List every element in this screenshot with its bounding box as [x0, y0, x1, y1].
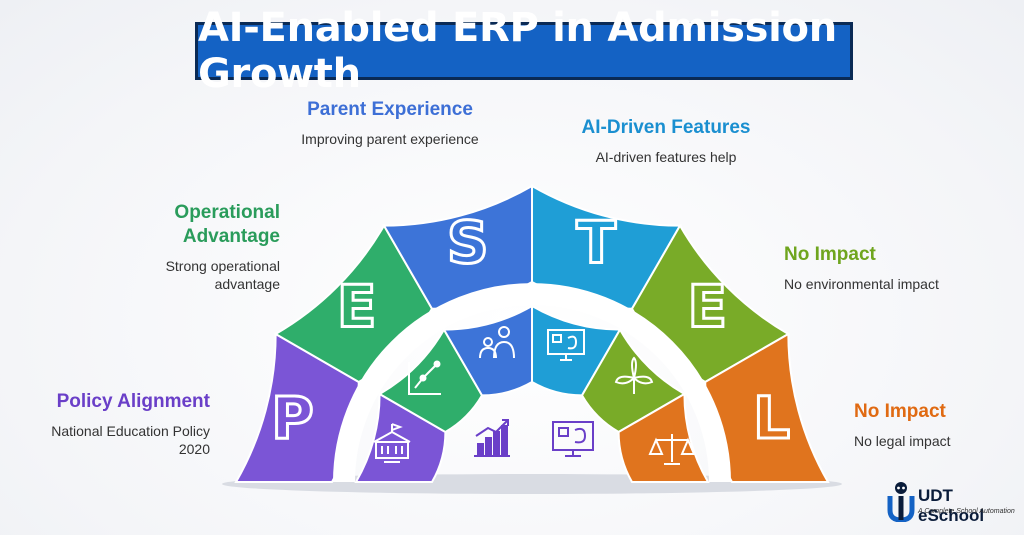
label-description: No legal impact: [854, 433, 951, 449]
label-heading: Policy Alignment: [56, 391, 210, 412]
school-building-icon: [373, 423, 411, 463]
pestel-icons: [373, 326, 696, 465]
logo-mark-icon: [887, 482, 915, 523]
label-policy-alignment: Policy Alignment National Education Poli…: [30, 390, 210, 458]
segment-letter-political: P: [271, 384, 314, 452]
label-heading: Operational Advantage: [174, 202, 280, 247]
label-parent-experience: Parent Experience Improving parent exper…: [300, 98, 480, 148]
label-ai-driven-features: AI-Driven Features AI-driven features he…: [566, 116, 766, 166]
leaves-icon: [614, 356, 654, 394]
label-heading: No Impact: [784, 244, 876, 265]
segment-letter-environmental: E: [688, 273, 728, 341]
label-heading: No Impact: [854, 401, 946, 422]
label-heading: AI-Driven Features: [581, 117, 751, 138]
label-description: National Education Policy 2020: [51, 423, 210, 457]
fan-gap-ring: [333, 283, 731, 483]
label-description: Improving parent experience: [301, 131, 479, 147]
logo-tagline: A Complete School Automation: [918, 508, 1015, 515]
title-banner: AI-Enabled ERP in Admission Growth: [195, 5, 853, 97]
growth-chart-icon: [474, 419, 510, 457]
logo-name: UDT eSchool: [918, 486, 985, 525]
label-description: Strong operational advantage: [165, 258, 280, 292]
page-title: AI-Enabled ERP in Admission Growth: [198, 5, 837, 97]
segment-letter-economic: E: [337, 273, 377, 341]
line-graph-icon: [408, 360, 441, 395]
label-description: AI-driven features help: [595, 149, 737, 165]
inner-segment-legal: [617, 392, 710, 483]
scales-icon: [648, 434, 696, 465]
parent-child-icon: [479, 326, 515, 359]
monitor-icon: [552, 421, 594, 457]
segment-letter-technological: T: [576, 208, 616, 276]
label-operational-advantage: Operational Advantage Strong operational…: [100, 201, 280, 293]
label-environmental: No Impact No environmental impact: [784, 243, 984, 293]
segment-letter-social: S: [447, 208, 489, 276]
ai-monitor-icon: [547, 329, 585, 361]
label-description: No environmental impact: [784, 276, 939, 292]
label-legal: No Impact No legal impact: [854, 400, 1014, 450]
label-heading: Parent Experience: [307, 99, 473, 120]
segment-letter-legal: L: [753, 384, 790, 452]
udt-eschool-logo: UDT eSchool A Complete School Automation: [886, 480, 1016, 526]
